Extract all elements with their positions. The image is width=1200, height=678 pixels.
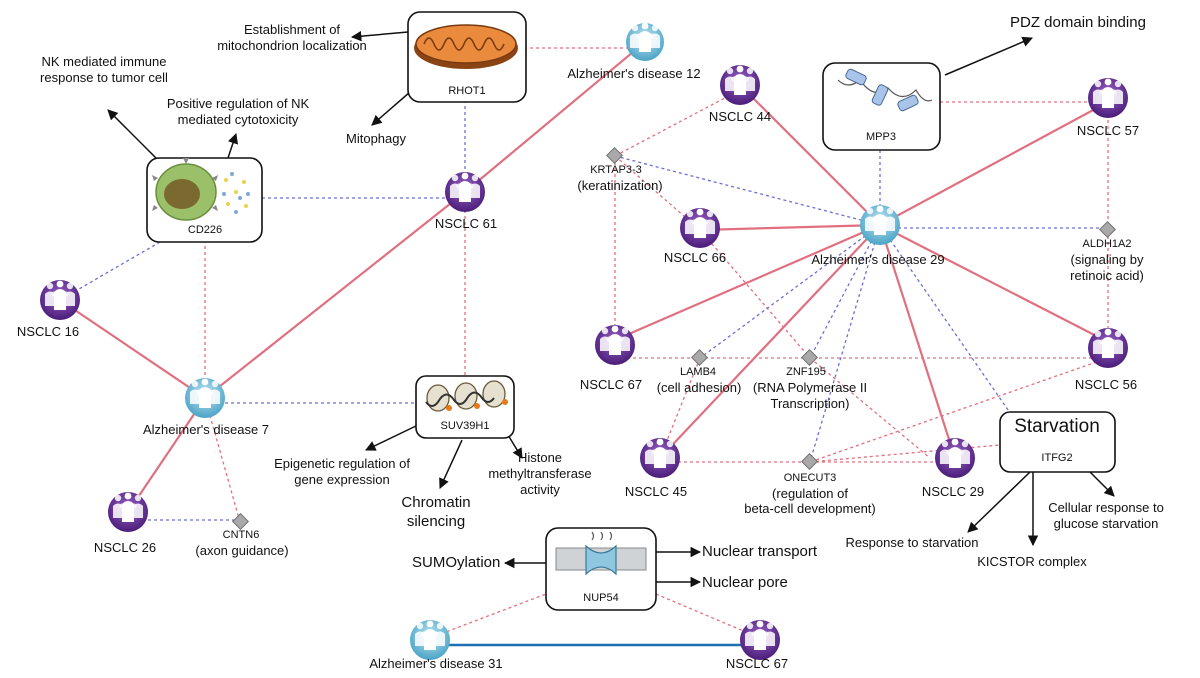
alz7-node (185, 378, 225, 418)
alz7-label: Alzheimer's disease 7 (142, 422, 270, 437)
nsclc67a-label: NSCLC 67 (579, 377, 643, 392)
pdz-function: PDZ domain binding (1010, 14, 1146, 31)
pos-function-1: Positive regulation of NK (166, 96, 310, 111)
response-starvation-label: Response to starvation (845, 535, 979, 550)
nk-function-1: NK mediated immune (41, 54, 167, 69)
alz29-label: Alzheimer's disease 29 (811, 252, 945, 267)
aldh-function-2: retinoic acid) (1070, 268, 1144, 283)
znf-function-1: (RNA Polymerase II (752, 380, 868, 395)
protein-domain-icon (837, 68, 933, 112)
chromatin-function-1: Chromatin (401, 494, 471, 511)
aldh-label: ALDH1A2 (1082, 238, 1132, 250)
krtap-label: KRTAP3-3 (590, 164, 642, 176)
gene-diamonds (232, 147, 1116, 530)
nsclc67b-label: NSCLC 67 (725, 656, 789, 671)
nsclc56-label: NSCLC 56 (1074, 377, 1138, 392)
nsclc26-label: NSCLC 26 (93, 540, 157, 555)
aldh-diamond (1099, 221, 1116, 238)
alz29-node (860, 205, 900, 245)
nsclc29-node (935, 438, 975, 478)
nsclc57-node (1088, 78, 1128, 118)
cellular-response-1: Cellular response to (1048, 500, 1164, 515)
aldh-function-1: (signaling by (1070, 252, 1144, 267)
cd226-label: CD226 (187, 224, 223, 236)
nuclear-pore-icon (555, 531, 647, 576)
nsclc44-node (720, 65, 760, 105)
nsclc56-node (1088, 328, 1128, 368)
onecut-function-1: (regulation of (772, 486, 848, 501)
mito-function-1: Establishment of (243, 22, 341, 37)
edges (59, 30, 1115, 647)
mito-function-2: mitochondrion localization (217, 38, 367, 53)
nsclc16-node (40, 280, 80, 320)
onecut-function-2: beta-cell development) (744, 501, 876, 516)
mpp3-label: MPP3 (866, 131, 896, 143)
nk-cell-icon (152, 158, 250, 221)
alz12-node (626, 22, 664, 61)
nsclc45-node (640, 438, 680, 478)
kicstor-label: KICSTOR complex (977, 554, 1087, 569)
nsclc57-label: NSCLC 57 (1076, 123, 1140, 138)
krtap-function: (keratinization) (577, 178, 663, 193)
alz12-label: Alzheimer's disease 12 (567, 66, 701, 81)
nsclc67b-node (740, 620, 780, 660)
histone-function-3: activity (520, 482, 560, 497)
nk-function-2: response to tumor cell (40, 70, 168, 85)
nsclc29-label: NSCLC 29 (921, 484, 985, 499)
nsclc66-node (680, 208, 720, 248)
chromatin-function-2: silencing (406, 513, 466, 530)
nsclc67a-node (595, 325, 635, 365)
nsclc66-label: NSCLC 66 (663, 250, 727, 265)
nsclc26-node (108, 492, 148, 532)
rhot1-label: RHOT1 (448, 85, 486, 97)
znf-label: ZNF195 (786, 366, 826, 378)
mitophagy-label: Mitophagy (346, 131, 406, 146)
cellular-response-2: glucose starvation (1053, 516, 1159, 531)
cntn6-label: CNTN6 (222, 529, 260, 541)
lamb4-diamond (691, 349, 708, 366)
itfg2-box (999, 411, 1116, 473)
starvation-label: Starvation (1014, 416, 1100, 437)
epi-function-1: Epigenetic regulation of (274, 456, 410, 471)
nsclc45-label: NSCLC 45 (624, 484, 688, 499)
mitochondrion-icon (414, 24, 518, 69)
znf-diamond (801, 349, 818, 366)
onecut-diamond (801, 453, 818, 470)
lamb4-label: LAMB4 (679, 366, 717, 378)
onecut-label: ONECUT3 (783, 472, 837, 484)
nuclear-pore-label: Nuclear pore (702, 574, 788, 591)
alz31-label: Alzheimer's disease 31 (369, 656, 503, 671)
lamb4-function: (cell adhesion) (656, 380, 742, 395)
nsclc16-label: NSCLC 16 (16, 324, 80, 339)
suv39h1-label: SUV39H1 (440, 420, 490, 432)
nsclc61-node (445, 172, 485, 212)
krtap-diamond (606, 147, 623, 164)
sumoylation-label: SUMOylation (412, 554, 501, 571)
epi-function-2: gene expression (294, 472, 390, 487)
patient-groups (40, 22, 1128, 660)
histone-function-2: methyltransferase (488, 466, 592, 481)
pos-function-2: mediated cytotoxicity (177, 112, 299, 127)
nsclc44-label: NSCLC 44 (708, 109, 772, 124)
histone-function-1: Histone (517, 450, 563, 465)
nup54-label: NUP54 (583, 592, 619, 604)
protein-boxes (146, 11, 1116, 611)
itfg2-label: ITFG2 (1041, 452, 1073, 464)
alz31-node (410, 620, 450, 660)
cntn6-function: (axon guidance) (195, 543, 289, 558)
znf-function-2: Transcription) (770, 396, 850, 411)
nucleosome-icon (425, 380, 508, 412)
nuclear-transport-label: Nuclear transport (702, 543, 818, 560)
nsclc61-label: NSCLC 61 (434, 216, 498, 231)
cntn6-diamond (232, 513, 249, 530)
